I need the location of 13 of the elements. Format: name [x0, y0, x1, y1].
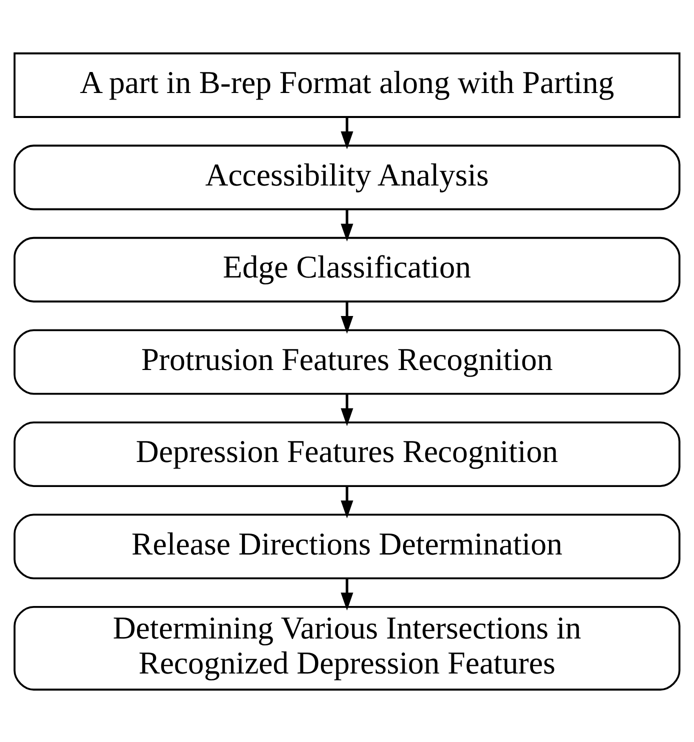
arrow: [340, 394, 354, 426]
node-box: Edge Classification: [14, 236, 680, 302]
node-box: A part in B-rep Format along with Parting: [14, 52, 680, 118]
arrow: [340, 301, 354, 334]
arrow: [340, 578, 354, 610]
arrow: [340, 486, 354, 518]
node-box: Protrusion Features Recognition: [14, 328, 680, 394]
arrow: [340, 116, 354, 149]
node-box: Determining Various Intersections in Recognized Depression Features: [14, 605, 680, 690]
node-box: Depression Features Recognition: [14, 420, 680, 486]
arrow: [340, 209, 354, 242]
node-box: Accessibility Analysis: [14, 144, 680, 210]
node-box: Release Directions Determination: [14, 513, 680, 579]
